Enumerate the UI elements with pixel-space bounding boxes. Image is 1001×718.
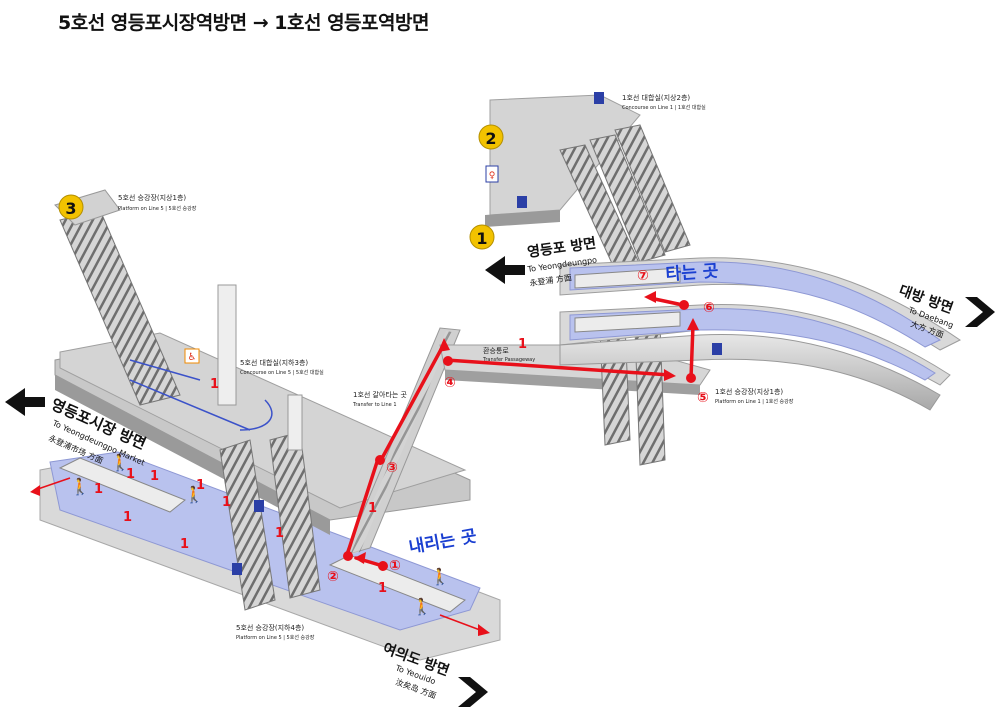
route-step-5: ⑤ — [697, 390, 709, 406]
exit-badge-3: 3 — [59, 195, 83, 219]
svg-text:🚶: 🚶 — [184, 485, 204, 504]
svg-text:Transfer to Line 1: Transfer to Line 1 — [352, 402, 397, 408]
route-dot — [343, 551, 353, 561]
route-step-7: ⑦ — [637, 268, 649, 284]
svg-text:Platform on Line 5 | 5호선 승강장: Platform on Line 5 | 5호선 승강장 — [118, 205, 197, 212]
route-dot — [375, 455, 385, 465]
svg-text:Platform on Line 1 | 1호선 승강장: Platform on Line 1 | 1호선 승강장 — [715, 398, 794, 405]
svg-text:1: 1 — [368, 501, 377, 516]
svg-text:🚶: 🚶 — [430, 567, 450, 586]
svg-text:1: 1 — [210, 377, 219, 392]
restroom-icon: ♀ — [486, 166, 498, 182]
label-line1-platform: 1호선 승강장(지상1층) — [715, 387, 783, 396]
route-step-6: ⑥ — [703, 300, 715, 316]
svg-text:1: 1 — [518, 337, 527, 352]
label-line5-exit3: 5호선 승강장(지상1층) — [118, 193, 186, 202]
elevator-shaft — [218, 285, 236, 405]
svg-text:1: 1 — [94, 482, 103, 497]
svg-text:Concourse on Line 1 | 1호선 대합실: Concourse on Line 1 | 1호선 대합실 — [622, 104, 706, 111]
exit-badge-2: 2 — [479, 125, 503, 149]
label-transfer-passage: 1호선 갈아타는 곳 — [353, 390, 408, 399]
label-transfer-corridor: 환승통로 — [483, 346, 509, 355]
svg-text:♀: ♀ — [489, 171, 496, 181]
svg-text:2: 2 — [485, 129, 496, 148]
svg-text:♿: ♿ — [188, 352, 197, 363]
route-step-3: ③ — [386, 460, 398, 476]
route-dot — [679, 300, 689, 310]
label-line1-concourse: 1호선 대합실(지상2층) — [622, 93, 690, 102]
route-arrowhead — [644, 291, 656, 303]
svg-text:🚶: 🚶 — [70, 477, 90, 496]
route-step-4: ④ — [444, 375, 456, 391]
svg-text:1: 1 — [150, 469, 159, 484]
route-dot — [443, 356, 453, 366]
svg-text:1: 1 — [222, 495, 231, 510]
route-step-1: ① — [389, 558, 401, 574]
svg-text:1: 1 — [123, 510, 132, 525]
label-line5-platform: 5호선 승강장(지하4층) — [236, 623, 304, 632]
svg-text:Platform on Line 5 | 5호선 승강장: Platform on Line 5 | 5호선 승강장 — [236, 634, 315, 641]
svg-text:1: 1 — [180, 537, 189, 552]
label-line5-concourse: 5호선 대합실(지하3층) — [240, 358, 308, 367]
exit-badge-1: 1 — [470, 225, 494, 249]
route-step-2: ② — [327, 569, 339, 585]
svg-text:1: 1 — [476, 229, 487, 248]
restroom-icon: ♿ — [185, 349, 199, 363]
svg-text:🚶: 🚶 — [412, 597, 432, 616]
alight-callout: 내리는 곳 — [407, 526, 478, 558]
svg-text:3: 3 — [65, 199, 76, 218]
route-dot — [378, 561, 388, 571]
svg-text:1: 1 — [378, 581, 387, 596]
svg-text:1: 1 — [275, 526, 284, 541]
board-callout: 타는 곳 — [665, 261, 719, 285]
svg-text:Concourse on Line 5 | 5호선 대합실: Concourse on Line 5 | 5호선 대합실 — [240, 369, 324, 376]
route-dot — [686, 373, 696, 383]
